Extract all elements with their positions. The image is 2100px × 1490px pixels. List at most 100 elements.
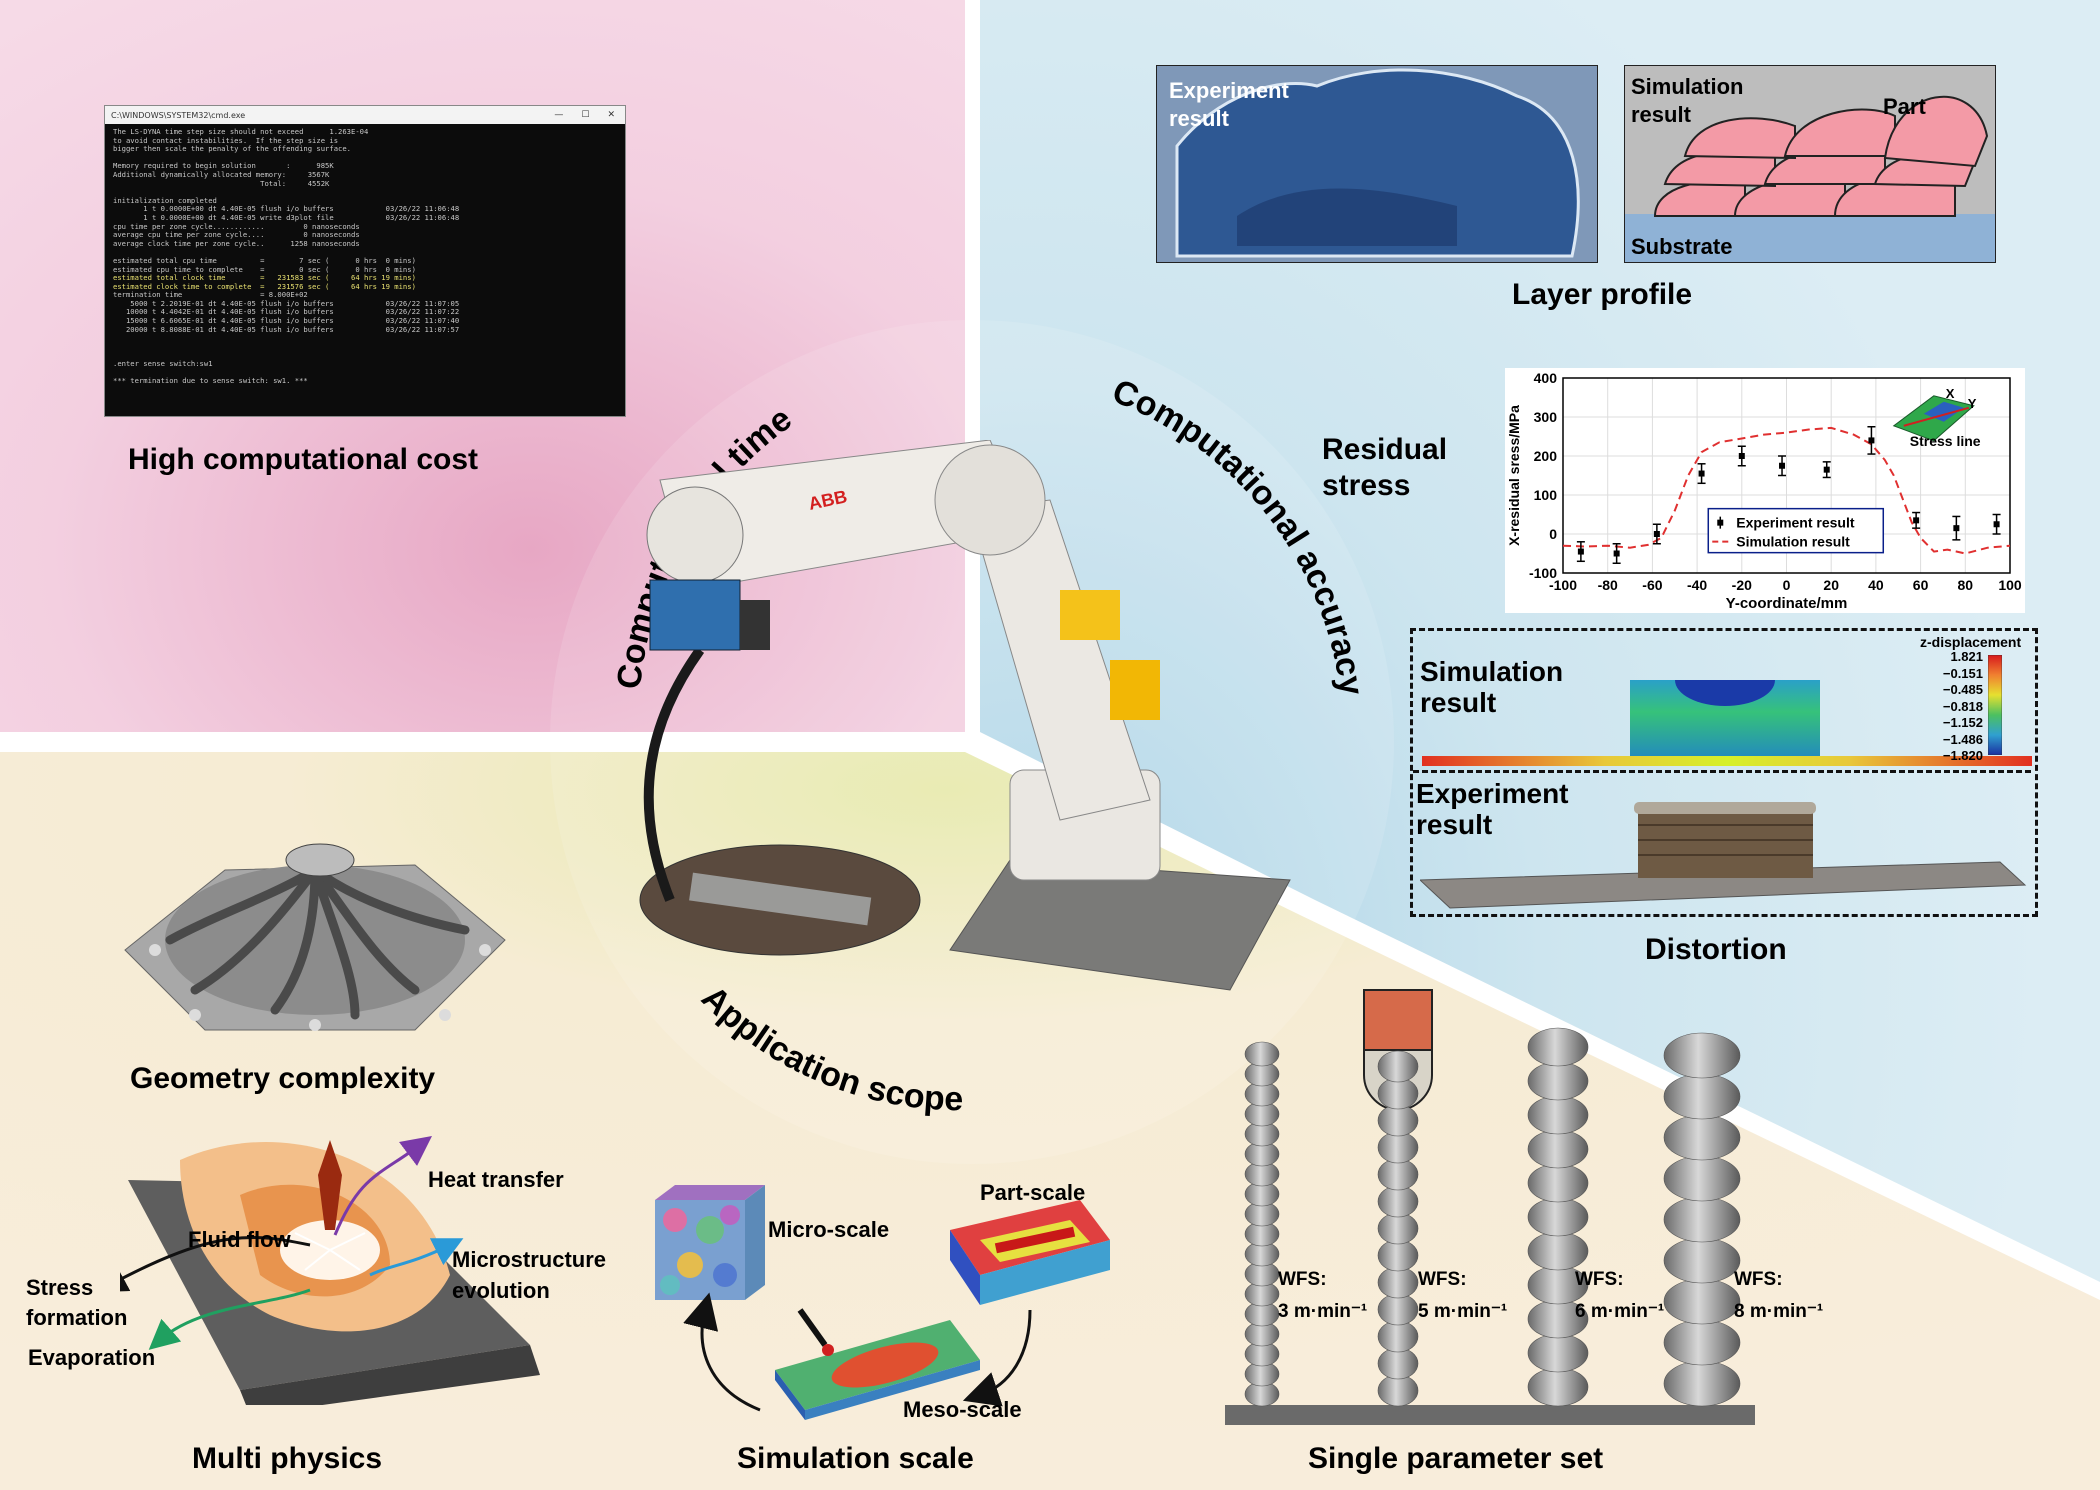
colorbar-tick-label: −1.152: [1942, 715, 1983, 730]
x-tick-label: 40: [1868, 577, 1884, 593]
bead-layer: [1663, 1196, 1741, 1243]
label-micro-scale: Micro-scale: [768, 1217, 890, 1242]
bead-layer: [1377, 1077, 1419, 1110]
substrate-label: Substrate: [1631, 234, 1732, 259]
terminal-window: C:\WINDOWS\SYSTEM32\cmd.exe — ☐ ✕ The LS…: [104, 105, 626, 417]
colorbar-tick-label: 1.821: [1950, 649, 1983, 664]
distortion-experiment-label: Experiment result: [1416, 778, 1569, 840]
caption-distortion: Distortion: [1645, 933, 1787, 966]
terminal-line: 5000 t 2.2019E-01 dt 4.40E-05 flush i/o …: [113, 298, 460, 308]
distortion-divider: [1413, 770, 2031, 773]
legend-label-experiment: Experiment result: [1736, 515, 1855, 531]
bead-layer: [1377, 1239, 1419, 1272]
close-icon[interactable]: ✕: [607, 110, 615, 120]
terminal-line: estimated clock time to complete = 23157…: [113, 281, 416, 291]
experiment-point: [1653, 531, 1660, 537]
terminal-line: estimated total clock time = 231583 sec …: [113, 273, 416, 283]
bead-layer: [1377, 1131, 1419, 1164]
label-meso-scale: Meso-scale: [903, 1397, 1022, 1422]
experiment-point: [1868, 437, 1875, 444]
x-tick-label: 80: [1958, 577, 1974, 593]
colorbar-title: z-displacement: [1920, 634, 2022, 650]
distortion-frame: [1410, 628, 2038, 917]
colorbar-tick-label: −0.151: [1942, 665, 1983, 681]
y-tick-label: -100: [1529, 565, 1557, 581]
colorbar-tick-label: −1.820: [1942, 748, 1983, 763]
simulation-series-line: [1562, 426, 2011, 555]
caption-geometry-complexity: Geometry complexity: [130, 1062, 436, 1095]
distortion-simulation-image: [1422, 680, 2032, 766]
layer-profile-experiment-image: Experiment result: [1156, 65, 1598, 263]
legend-label-simulation: Simulation result: [1736, 534, 1850, 550]
bead-layer: [1663, 1073, 1741, 1120]
plot-frame: [1562, 377, 2011, 574]
bead-layer: [1663, 1114, 1741, 1161]
inset-axis-y: Y: [1968, 396, 1977, 411]
terminal-line: initialization completed: [113, 195, 217, 205]
bead-layer: [1663, 1319, 1741, 1366]
bead-layer: [1527, 1197, 1589, 1237]
bead-layer: [1377, 1104, 1419, 1137]
terminal-line: [113, 334, 617, 343]
bead-layer: [1527, 1163, 1589, 1203]
terminal-line: Additional dynamically allocated memory:…: [113, 169, 330, 179]
bead-layer: [1377, 1374, 1419, 1407]
wfs-label-title: WFS:: [1418, 1269, 1467, 1290]
wfs-label-value: 6 m·min⁻¹: [1575, 1301, 1665, 1322]
label-heat-transfer: Heat transfer: [428, 1167, 564, 1192]
experiment-point: [1698, 470, 1705, 477]
wfs-label-title: WFS:: [1575, 1269, 1624, 1290]
bead-layer: [1377, 1347, 1419, 1380]
minimize-icon[interactable]: —: [554, 110, 564, 120]
bead-layer: [1527, 1027, 1589, 1067]
bead-layer: [1377, 1266, 1419, 1299]
wfs-label: WFS: 6 m·min⁻¹: [1575, 1268, 1664, 1324]
experiment-point: [1738, 453, 1745, 459]
wfs-label-title: WFS:: [1734, 1269, 1783, 1290]
terminal-line: Total: 4552K: [113, 178, 330, 188]
part-scale-block: [950, 1200, 1110, 1305]
experiment-point: [1913, 517, 1920, 524]
terminal-line: termination time = 8.000E+02: [113, 290, 308, 300]
caption-high-computational-cost: High computational cost: [128, 443, 479, 476]
terminal-line: cpu time per zone cycle............ 0 na…: [113, 221, 360, 231]
layer-profile-simulation-image: Simulation result Part Substrate: [1624, 65, 1996, 263]
bead-layer: [1527, 1129, 1589, 1169]
maximize-icon[interactable]: ☐: [581, 110, 590, 120]
terminal-line: *** termination due to sense switch: sw1…: [113, 376, 308, 386]
terminal-line: average cpu time per zone cycle.... 0 na…: [113, 230, 360, 240]
caption-layer-profile: Layer profile: [1512, 278, 1693, 311]
terminal-line: 15000 t 6.6065E-01 dt 4.40E-05 flush i/o…: [113, 316, 460, 326]
y-tick-label: 100: [1534, 487, 1558, 503]
bead-layer: [1377, 1158, 1419, 1191]
wfs-label-value: 8 m·min⁻¹: [1734, 1301, 1824, 1322]
label-microstructure-evolution: Microstructure evolution: [452, 1247, 607, 1303]
terminal-line: bigger then scale the penalty of the off…: [113, 144, 351, 154]
bead-stack: [1377, 1050, 1419, 1407]
x-tick-label: 20: [1823, 577, 1839, 593]
colorbar-tick-label: −0.485: [1942, 682, 1983, 697]
x-tick-label: -100: [1549, 577, 1577, 593]
bead-layer: [1663, 1360, 1741, 1407]
multi-physics-illustration: [120, 1136, 540, 1405]
x-axis-label: Y-coordinate/mm: [1726, 595, 1848, 612]
bead-stack: [1244, 1041, 1280, 1407]
single-parameter-illustration: [1225, 989, 1755, 1425]
wfs-label: WFS: 8 m·min⁻¹: [1734, 1268, 1823, 1324]
y-tick-label: 400: [1534, 370, 1558, 386]
substrate-plate: [1225, 1405, 1755, 1425]
terminal-line: to avoid contact instabilities. If the s…: [113, 135, 339, 145]
x-tick-label: -20: [1732, 577, 1752, 593]
bead-layer: [1377, 1293, 1419, 1326]
terminal-line: [113, 343, 617, 352]
label-part-scale: Part-scale: [980, 1180, 1086, 1205]
simulation-scale-illustration: [655, 1185, 1110, 1420]
experiment-point: [1577, 548, 1584, 555]
micro-scale-cube: [655, 1185, 765, 1300]
x-tick-label: -60: [1642, 577, 1662, 593]
inset-stress-line-label: Stress line: [1910, 433, 1981, 449]
y-tick-label: 0: [1549, 526, 1557, 542]
terminal-title-bar: C:\WINDOWS\SYSTEM32\cmd.exe — ☐ ✕: [105, 106, 625, 124]
simulation-result-label-top: Simulation result: [1631, 74, 1750, 127]
bead-layer: [1527, 1231, 1589, 1271]
